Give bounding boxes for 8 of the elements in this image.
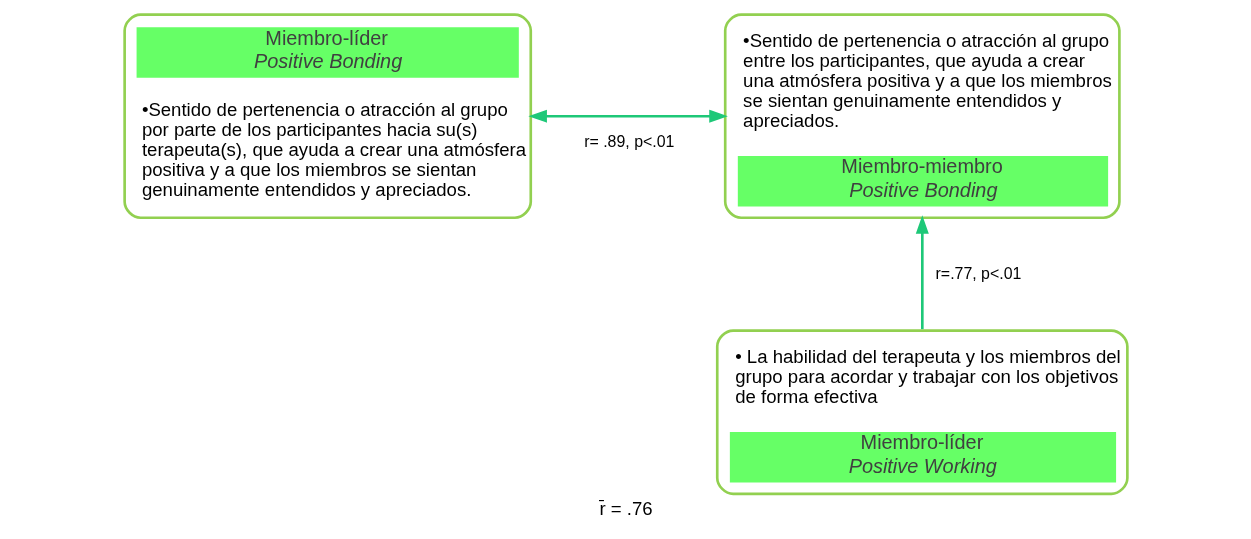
node-box: •Sentido de pertenencia o atracción al grupo entre los participantes, que ayuda a crear una atmósfera positiva y a que los miembros se sientan genuinamente entendidos y apreciados. Miembro-miembro Positive Bonding xyxy=(723,13,1121,220)
arrow xyxy=(527,109,728,123)
arrow xyxy=(915,215,929,330)
edge-label: r= .89, p<.01 xyxy=(583,132,674,150)
node-box: Miembro-líder Positive Bonding •Sentido de pertenencia o atracción al grupo por parte de los participantes hacia su(s) terapeuta(s), que ayuda a crear una atmósfera positiva y a que los miembros se sientan genuinamente entendidos y apreciados. xyxy=(122,13,532,220)
edge-label: r=.77, p<.01 xyxy=(935,264,1021,282)
caption: r̄ = .76 xyxy=(598,498,653,520)
node-box: • La habilidad del terapeuta y los miembros del grupo para acordar y trabajar con los objetivos de forma efectiva Miembro-líder Positive Working xyxy=(715,329,1129,496)
